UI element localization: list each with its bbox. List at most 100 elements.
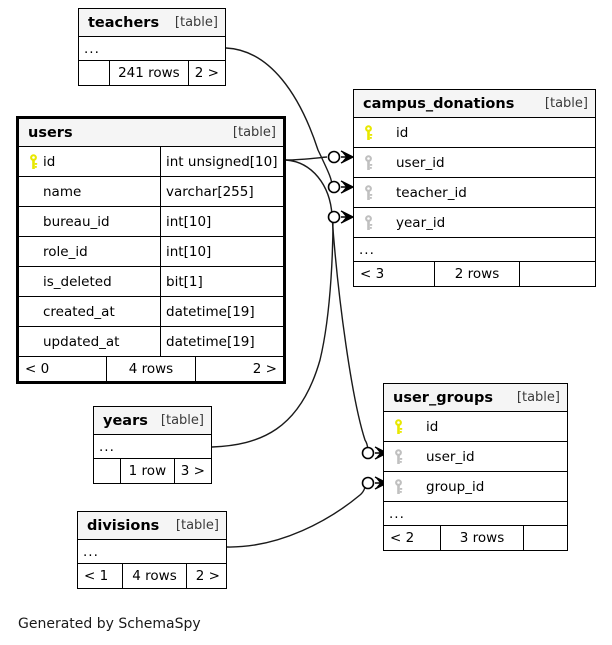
column-type: datetime[19] [160,297,283,326]
table-header-user-groups: user_groups [table] [384,384,567,412]
column-label: name [43,183,82,200]
foreign-key-icon [359,184,378,201]
footer-rows-teachers: 241 rows [109,61,188,85]
column-label: bureau_id [43,213,110,230]
footer-next-divisions[interactable]: 2 > [186,564,226,588]
table-row[interactable]: is_deleted bit[1] [19,267,283,297]
column-cell-name: created_at [19,297,160,326]
table-row[interactable]: user_id [354,148,595,178]
table-header-divisions: divisions [table] [78,512,226,540]
footer-next-user-groups[interactable] [523,526,567,550]
column-label: teacher_id [396,184,467,201]
column-cell-name: id [354,118,595,147]
column-label: id [43,153,56,170]
footer-next-users[interactable]: 2 > [194,357,283,381]
column-cell-name: teacher_id [354,178,595,207]
table-name-divisions: divisions [87,517,160,534]
table-tag-teachers: [table] [174,15,218,30]
table-campus-donations[interactable]: campus_donations [table] id [353,89,596,287]
table-footer-users: < 0 4 rows 2 > [19,357,283,381]
footer-next-years[interactable]: 3 > [173,459,211,483]
foreign-key-icon [389,478,408,495]
column-cell-name: id [19,147,160,176]
table-row[interactable]: name varchar[255] [19,177,283,207]
table-header-users: users [table] [19,119,283,147]
table-ellipsis-campus-donations: ... [354,238,595,262]
column-cell-name: role_id [19,237,160,266]
footer-prev-users[interactable]: < 0 [25,361,50,377]
table-row[interactable]: group_id [384,472,567,502]
footer-rows-user-groups: 3 rows [440,526,523,550]
column-cell-name: group_id [384,472,567,501]
footer-rows-campus-donations: 2 rows [434,262,519,286]
column-cell-name: name [19,177,160,206]
table-row[interactable]: id int unsigned[10] [19,147,283,177]
column-type: datetime[19] [160,327,283,356]
footer-rows-years: 1 row [120,459,174,483]
table-row[interactable]: user_id [384,442,567,472]
table-ellipsis-divisions: ... [78,540,226,564]
table-name-teachers: teachers [88,14,160,31]
column-label: created_at [43,303,115,320]
column-cell-name: updated_at [19,327,160,356]
table-tag-years: [table] [160,413,204,428]
column-label: year_id [396,214,446,231]
table-row[interactable]: updated_at datetime[19] [19,327,283,357]
table-tag-user-groups: [table] [516,390,560,405]
footer-prev-teachers[interactable] [79,61,109,85]
edge-users-curve-down-a [285,159,333,216]
table-name-years: years [103,412,148,429]
footer-rows-divisions: 4 rows [122,564,186,588]
column-type: int[10] [160,207,283,236]
table-users[interactable]: users [table] id int unsigned[10] [16,116,286,384]
column-label: user_id [426,448,475,465]
column-cell-name: id [384,412,567,441]
footer-prev-divisions[interactable]: < 1 [84,568,109,584]
table-row[interactable]: id [384,412,567,442]
table-user-groups[interactable]: user_groups [table] id [383,383,568,551]
table-ellipsis-years: ... [94,435,211,459]
table-header-teachers: teachers [table] [79,9,225,37]
column-label: id [396,124,409,141]
footer-prev-years[interactable] [94,459,120,483]
column-label: group_id [426,478,485,495]
table-footer-teachers: 241 rows 2 > [79,61,225,85]
table-row[interactable]: bureau_id int[10] [19,207,283,237]
column-label: id [426,418,439,435]
edge-divisions-to-user-groups-group-id [226,483,368,548]
column-cell-name: user_id [354,148,595,177]
column-label: updated_at [43,333,120,350]
footer-prev-user-groups[interactable]: < 2 [390,530,415,546]
table-header-campus-donations: campus_donations [table] [354,90,595,118]
column-type: int unsigned[10] [160,147,283,176]
column-label: is_deleted [43,273,112,290]
table-name-campus-donations: campus_donations [363,95,515,112]
footer-prev-campus-donations[interactable]: < 3 [360,266,385,282]
foreign-key-icon [359,214,378,231]
table-row[interactable]: role_id int[10] [19,237,283,267]
table-footer-user-groups: < 2 3 rows [384,526,567,550]
primary-key-icon [359,124,378,141]
table-tag-divisions: [table] [175,518,219,533]
footer-next-teachers[interactable]: 2 > [187,61,225,85]
table-row[interactable]: teacher_id [354,178,595,208]
table-row[interactable]: year_id [354,208,595,238]
column-label: user_id [396,154,445,171]
table-name-user-groups: user_groups [393,389,494,406]
table-teachers[interactable]: teachers [table] ... 241 rows 2 > [78,8,226,86]
table-tag-users: [table] [232,125,276,140]
table-divisions[interactable]: divisions [table] ... < 1 4 rows 2 > [77,511,227,589]
table-years[interactable]: years [table] ... 1 row 3 > [93,406,212,484]
table-tag-campus-donations: [table] [544,96,588,111]
column-type: varchar[255] [160,177,283,206]
table-footer-years: 1 row 3 > [94,459,211,483]
table-ellipsis-user-groups: ... [384,502,567,526]
table-name-users: users [28,124,73,141]
column-label: role_id [43,243,88,260]
table-row[interactable]: created_at datetime[19] [19,297,283,327]
column-cell-name: bureau_id [19,207,160,236]
foreign-key-icon [359,154,378,171]
table-row[interactable]: id [354,118,595,148]
footer-next-campus-donations[interactable] [519,262,595,286]
